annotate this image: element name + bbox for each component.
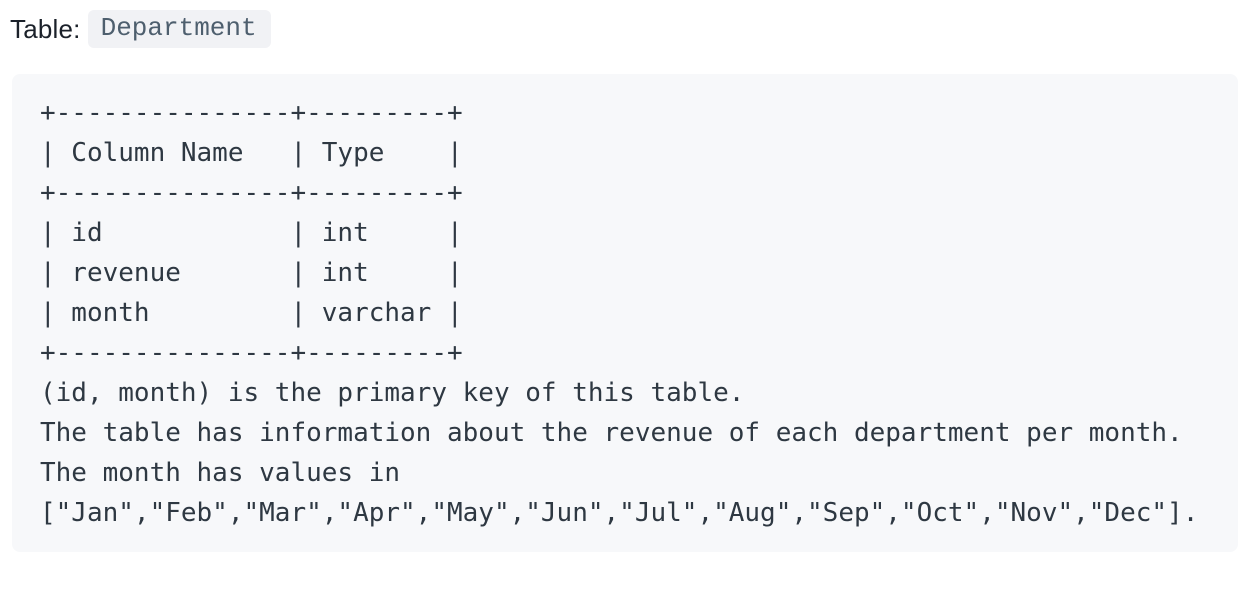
table-header: Table: Department (10, 8, 1238, 50)
table-label: Table: (10, 14, 81, 44)
schema-ascii-table-and-notes: +---------------+---------+ | Column Nam… (40, 98, 1199, 528)
table-name-badge: Department (87, 10, 271, 48)
schema-panel: +---------------+---------+ | Column Nam… (12, 74, 1238, 552)
